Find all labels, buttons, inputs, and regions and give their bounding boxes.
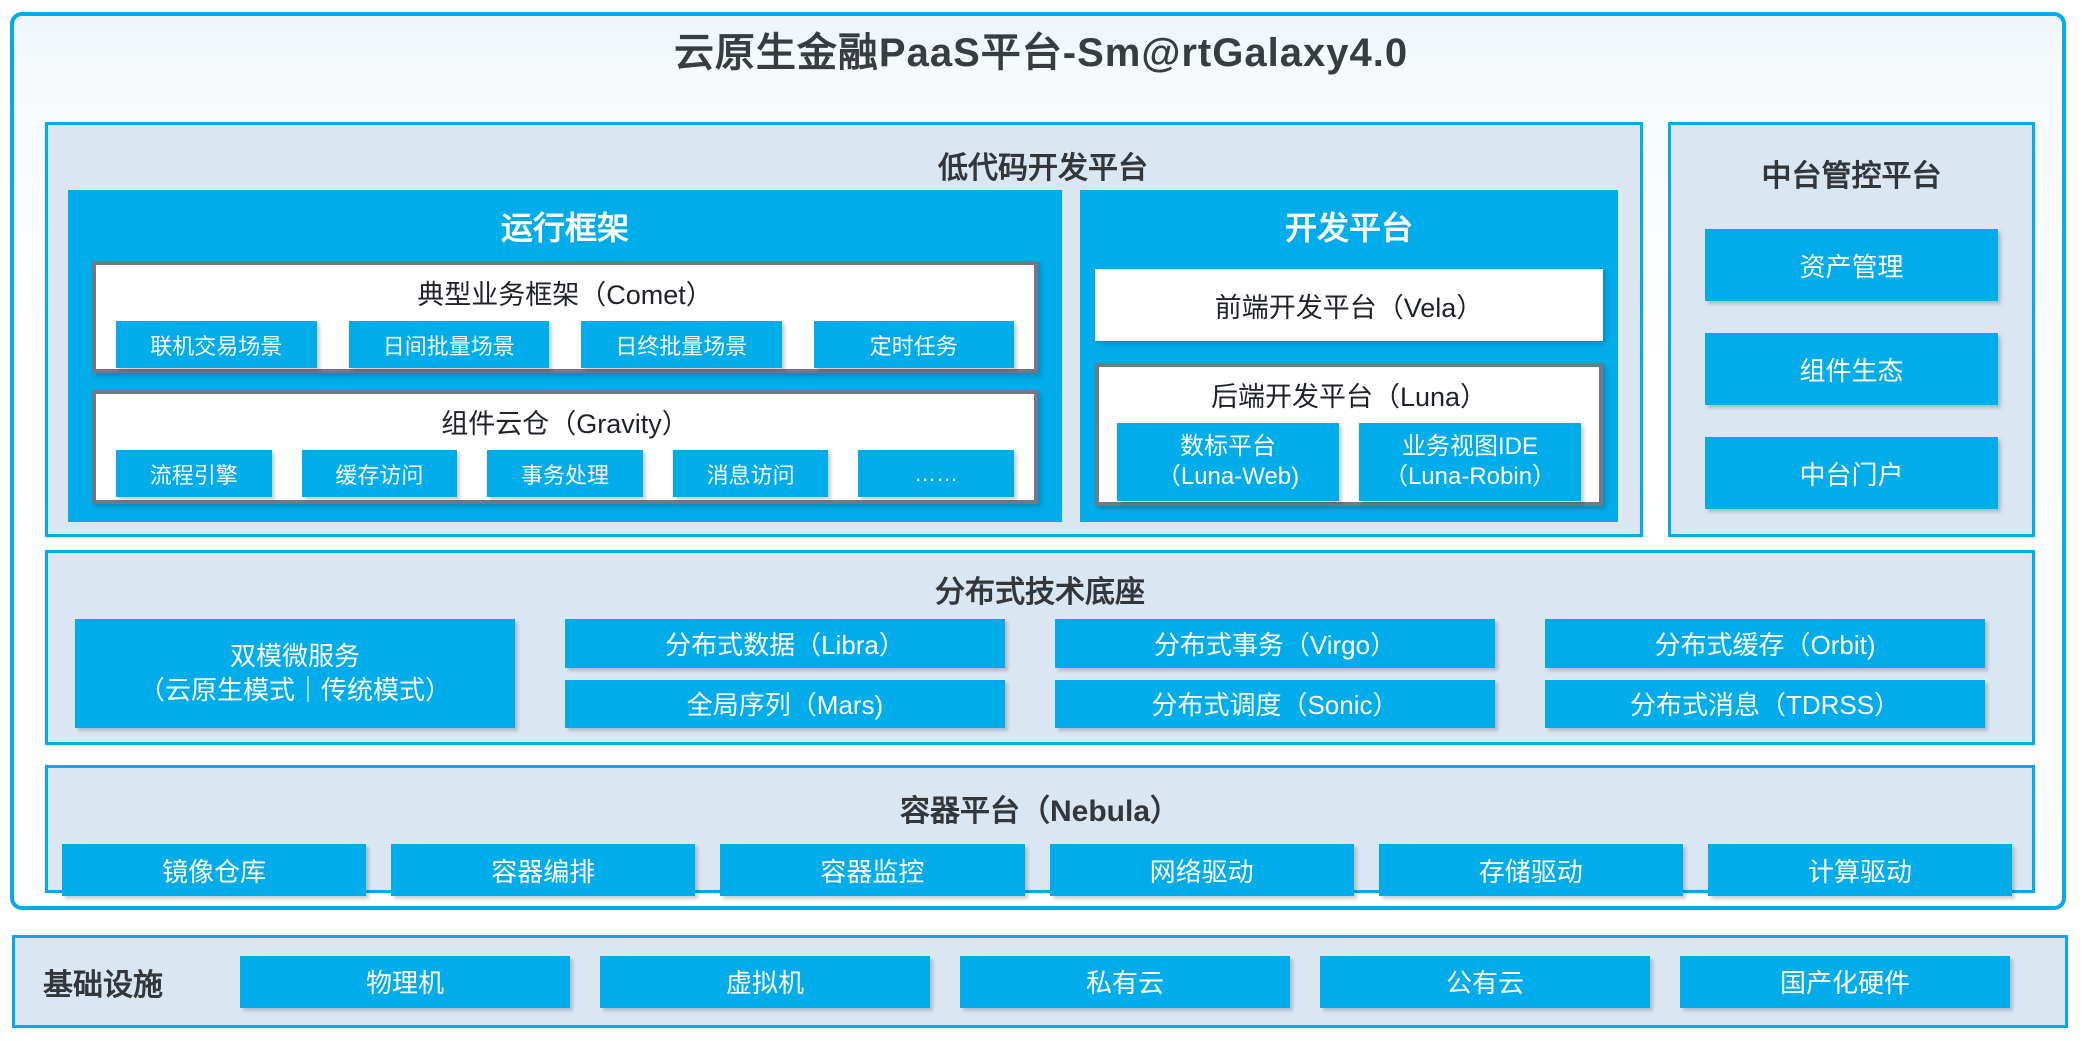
runtime-framework-section: 运行框架 典型业务框架（Comet） 联机交易场景 日间批量场景 日终批量场景 …: [68, 190, 1062, 522]
gravity-warehouse-title: 组件云仓（Gravity）: [441, 409, 689, 439]
dev-platform-title: 开发平台: [1284, 210, 1413, 246]
block-scheduled-task: 定时任务: [813, 321, 1014, 368]
luna-backend-title: 后端开发平台（Luna）: [1210, 382, 1488, 412]
container-platform-body: 镜像仓库 容器编排 容器监控 网络驱动 存储驱动 计算驱动: [62, 844, 2013, 896]
container-platform-header: 容器平台（Nebula）: [899, 795, 1181, 828]
block-luna-web: 数标平台 （Luna-Web): [1117, 423, 1339, 501]
lowcode-platform-body: 运行框架 典型业务框架（Comet） 联机交易场景 日间批量场景 日终批量场景 …: [68, 190, 1618, 522]
block-image-registry: 镜像仓库: [62, 844, 367, 896]
comet-items-row: 联机交易场景 日间批量场景 日终批量场景 定时任务: [96, 321, 1034, 368]
block-transaction-processing: 事务处理: [487, 450, 643, 497]
block-component-ecosystem: 组件生态: [1705, 333, 1998, 405]
block-endofday-batch: 日终批量场景: [581, 321, 782, 368]
infrastructure-label: 基础设施: [43, 968, 163, 1002]
block-domestic-hardware: 国产化硬件: [1680, 955, 2010, 1008]
block-ellipsis: ……: [858, 450, 1014, 497]
luna-items-row: 数标平台 （Luna-Web) 业务视图IDE （Luna-Robin）: [1099, 423, 1599, 501]
block-process-engine: 流程引擎: [116, 450, 272, 497]
luna-robin-line1: 业务视图IDE: [1401, 433, 1538, 460]
comet-framework-title: 典型业务框架（Comet）: [417, 280, 713, 310]
lowcode-platform-panel: 低代码开发平台 运行框架 典型业务框架（Comet） 联机交易场景 日间批量场景…: [45, 122, 1643, 537]
block-distributed-transaction-virgo: 分布式事务（Virgo）: [1055, 619, 1495, 668]
luna-backend-box: 后端开发平台（Luna） 数标平台 （Luna-Web) 业务视图IDE （Lu…: [1095, 363, 1603, 506]
block-distributed-message-tdrss: 分布式消息（TDRSS）: [1545, 679, 1985, 728]
gravity-warehouse-box: 组件云仓（Gravity） 流程引擎 缓存访问 事务处理 消息访问 ……: [92, 390, 1038, 504]
block-online-trading: 联机交易场景: [116, 321, 317, 368]
vela-frontend-box: 前端开发平台（Vela）: [1095, 269, 1603, 341]
block-storage-driver: 存储驱动: [1378, 844, 1683, 896]
block-physical-machine: 物理机: [240, 955, 570, 1008]
block-distributed-data-libra: 分布式数据（Libra）: [565, 619, 1005, 668]
block-daytime-batch: 日间批量场景: [348, 321, 549, 368]
luna-web-line1: 数标平台: [1180, 433, 1276, 460]
block-network-driver: 网络驱动: [1049, 844, 1354, 896]
block-global-sequence-mars: 全局序列（Mars): [565, 679, 1005, 728]
block-message-access: 消息访问: [672, 450, 829, 497]
lowcode-platform-header: 低代码开发平台: [938, 152, 1148, 185]
dual-mode-line2: （云原生模式｜传统模式）: [138, 674, 451, 705]
block-cache-access: 缓存访问: [301, 450, 458, 497]
block-container-monitoring: 容器监控: [720, 844, 1025, 896]
gravity-items-row: 流程引擎 缓存访问 事务处理 消息访问 ……: [96, 450, 1034, 497]
midplatform-body: 资产管理 组件生态 中台门户: [1671, 195, 2032, 509]
midplatform-panel: 中台管控平台 资产管理 组件生态 中台门户: [1668, 122, 2035, 537]
block-asset-management: 资产管理: [1705, 229, 1998, 301]
block-midplatform-portal: 中台门户: [1705, 437, 1998, 509]
comet-framework-box: 典型业务框架（Comet） 联机交易场景 日间批量场景 日终批量场景 定时任务: [92, 261, 1038, 373]
midplatform-header: 中台管控平台: [1761, 160, 1942, 193]
distributed-base-panel: 分布式技术底座 双模微服务 （云原生模式｜传统模式） 分布式数据（Libra） …: [45, 550, 2035, 745]
infrastructure-body: 物理机 虚拟机 私有云 公有云 国产化硬件: [240, 955, 2010, 1008]
block-private-cloud: 私有云: [960, 955, 1290, 1008]
block-dual-mode-microservice: 双模微服务 （云原生模式｜传统模式）: [75, 619, 515, 728]
page-title: 云原生金融PaaS平台-Sm@rtGalaxy4.0: [673, 31, 1409, 75]
top-row: 低代码开发平台 运行框架 典型业务框架（Comet） 联机交易场景 日间批量场景…: [45, 122, 2035, 537]
block-public-cloud: 公有云: [1320, 955, 1650, 1008]
block-luna-robin: 业务视图IDE （Luna-Robin）: [1359, 423, 1581, 501]
block-compute-driver: 计算驱动: [1707, 844, 2013, 896]
distributed-base-header: 分布式技术底座: [935, 576, 1145, 609]
container-platform-panel: 容器平台（Nebula） 镜像仓库 容器编排 容器监控 网络驱动 存储驱动 计算…: [45, 765, 2035, 896]
dual-mode-line1: 双模微服务: [229, 640, 360, 671]
block-distributed-cache-orbit: 分布式缓存（Orbit): [1545, 619, 1985, 668]
infrastructure-panel: 基础设施 物理机 虚拟机 私有云 公有云 国产化硬件: [12, 935, 2068, 1028]
block-container-orchestration: 容器编排: [391, 844, 696, 896]
luna-robin-line2: （Luna-Robin）: [1383, 463, 1557, 490]
block-distributed-scheduling-sonic: 分布式调度（Sonic）: [1055, 679, 1495, 728]
dev-platform-section: 开发平台 前端开发平台（Vela） 后端开发平台（Luna） 数标平台 （Lun…: [1080, 190, 1618, 522]
distributed-base-body: 双模微服务 （云原生模式｜传统模式） 分布式数据（Libra） 分布式事务（Vi…: [75, 619, 1985, 728]
runtime-framework-title: 运行框架: [500, 210, 629, 246]
luna-web-line2: （Luna-Web): [1156, 463, 1300, 490]
block-virtual-machine: 虚拟机: [600, 955, 930, 1008]
